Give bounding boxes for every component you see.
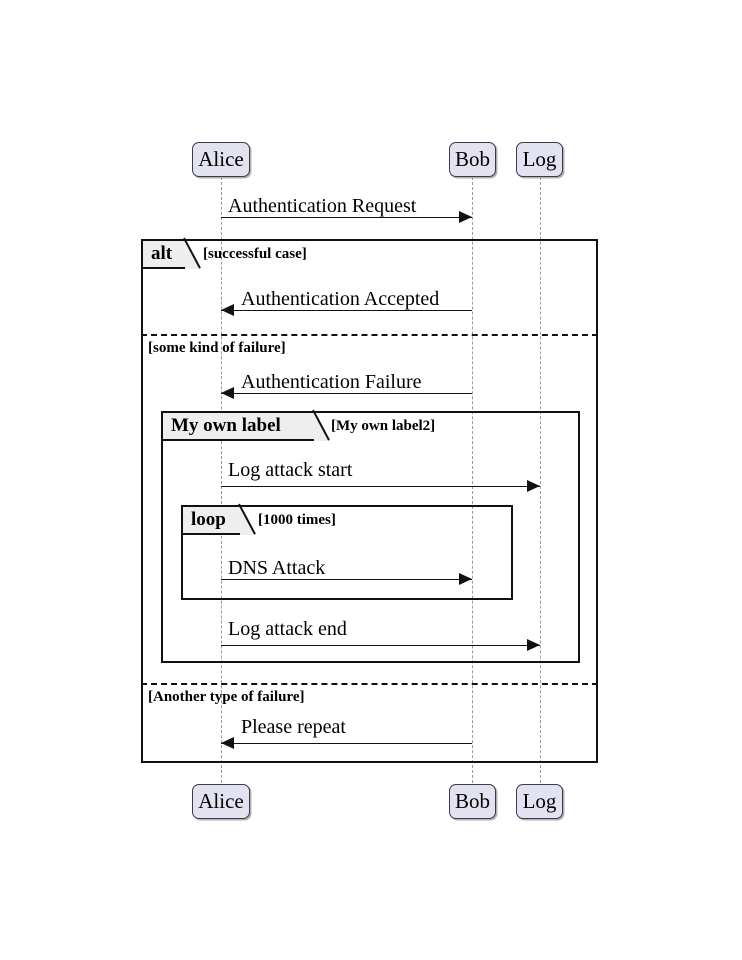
participant-label-alice-bottom: Alice: [198, 789, 244, 813]
fragment-group-operator-tab: My own label: [161, 411, 314, 441]
message-line-authentication-accepted: [221, 310, 472, 311]
message-label-authentication-failure: Authentication Failure: [241, 371, 422, 393]
message-arrowhead-dns-attack: [459, 573, 472, 585]
message-label-authentication-accepted: Authentication Accepted: [241, 288, 440, 310]
message-label-log-attack-end: Log attack end: [228, 618, 347, 640]
message-arrowhead-authentication-request: [459, 211, 472, 223]
participant-label-bob-bottom: Bob: [454, 789, 490, 813]
message-line-authentication-request: [221, 217, 472, 218]
participant-label-bob-top: Bob: [454, 147, 490, 171]
fragment-alt-operator-tab: alt: [141, 239, 185, 269]
message-arrowhead-authentication-accepted: [221, 304, 234, 316]
participant-label-log-bottom: Log: [522, 789, 557, 813]
message-label-please-repeat: Please repeat: [241, 716, 346, 738]
message-label-authentication-request: Authentication Request: [228, 195, 417, 217]
lifeline-alice: [221, 177, 222, 783]
message-arrowhead-please-repeat: [221, 737, 234, 749]
fragment-alt-operator-label: alt: [151, 243, 173, 264]
fragment-alt-guard-1: [successful case]: [203, 246, 307, 262]
lifeline-log: [540, 177, 541, 783]
message-line-log-attack-start: [221, 486, 540, 487]
message-arrowhead-log-attack-end: [527, 639, 540, 651]
participant-box-bob-top[interactable]: Bob: [449, 142, 496, 177]
fragment-group-box: [161, 411, 580, 663]
participant-box-log-bottom[interactable]: Log: [516, 784, 563, 819]
fragment-alt-box: [141, 239, 598, 763]
message-line-log-attack-end: [221, 645, 540, 646]
fragment-alt-guard-3: [Another type of failure]: [148, 689, 305, 705]
fragment-loop-guard: [1000 times]: [258, 512, 336, 528]
message-arrowhead-log-attack-start: [527, 480, 540, 492]
participant-label-alice-top: Alice: [198, 147, 244, 171]
message-label-log-attack-start: Log attack start: [228, 459, 353, 481]
participant-box-log-top[interactable]: Log: [516, 142, 563, 177]
participant-box-alice-bottom[interactable]: Alice: [192, 784, 250, 819]
participant-box-bob-bottom[interactable]: Bob: [449, 784, 496, 819]
fragment-alt-divider-1: [141, 334, 598, 336]
message-line-authentication-failure: [221, 393, 472, 394]
message-label-dns-attack: DNS Attack: [228, 557, 326, 579]
fragment-group-guard: [My own label2]: [331, 418, 436, 434]
fragment-loop-box: [181, 505, 513, 600]
fragment-alt-guard-2: [some kind of failure]: [148, 340, 286, 356]
message-arrowhead-authentication-failure: [221, 387, 234, 399]
message-line-please-repeat: [221, 743, 472, 744]
fragment-alt-divider-2: [141, 683, 598, 685]
lifeline-bob: [472, 177, 473, 783]
fragment-loop-operator-label: loop: [191, 509, 226, 530]
participant-label-log-top: Log: [522, 147, 557, 171]
participant-box-alice-top[interactable]: Alice: [192, 142, 250, 177]
fragment-loop-operator-tab: loop: [181, 505, 240, 535]
message-line-dns-attack: [221, 579, 472, 580]
fragment-group-operator-label: My own label: [171, 415, 281, 436]
